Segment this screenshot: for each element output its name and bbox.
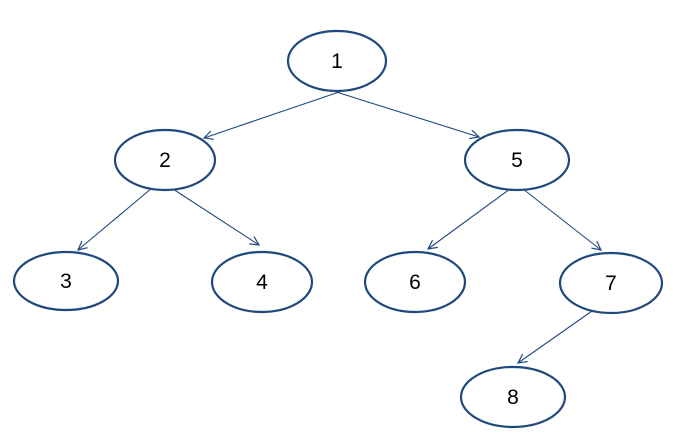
tree-node-ellipse-1 xyxy=(286,29,388,93)
nodes-layer: 1 2 5 3 4 6 7 8 xyxy=(12,29,664,429)
tree-edge-5-7 xyxy=(522,188,601,250)
tree-node-3: 3 xyxy=(12,250,120,312)
tree-edge-7-8 xyxy=(518,310,593,363)
tree-node-label-1: 1 xyxy=(331,50,343,73)
tree-node-6: 6 xyxy=(363,250,467,314)
tree-node-7: 7 xyxy=(558,251,664,315)
edges-layer xyxy=(78,89,601,363)
tree-node-ellipse-3 xyxy=(12,250,120,312)
tree-node-ellipse-2 xyxy=(113,128,217,192)
tree-node-label-2: 2 xyxy=(159,149,171,172)
tree-node-2: 2 xyxy=(113,128,217,192)
tree-node-label-4: 4 xyxy=(256,271,268,294)
tree-node-ellipse-8 xyxy=(459,365,567,429)
tree-edge-1-5 xyxy=(329,89,479,137)
tree-edge-1-2 xyxy=(204,89,346,138)
tree-node-label-5: 5 xyxy=(511,149,523,172)
tree-edge-2-3 xyxy=(78,187,153,250)
tree-node-1: 1 xyxy=(286,29,388,93)
tree-edge-5-6 xyxy=(428,188,511,249)
tree-edge-2-4 xyxy=(172,188,259,245)
tree-node-label-6: 6 xyxy=(409,271,421,294)
tree-node-label-7: 7 xyxy=(605,272,617,295)
tree-node-4: 4 xyxy=(210,250,314,314)
tree-node-label-8: 8 xyxy=(507,386,519,409)
tree-node-label-3: 3 xyxy=(60,270,72,293)
tree-node-5: 5 xyxy=(463,128,571,192)
tree-node-ellipse-6 xyxy=(363,250,467,314)
tree-node-ellipse-4 xyxy=(210,250,314,314)
tree-node-ellipse-5 xyxy=(463,128,571,192)
tree-node-8: 8 xyxy=(459,365,567,429)
tree-node-ellipse-7 xyxy=(558,251,664,315)
